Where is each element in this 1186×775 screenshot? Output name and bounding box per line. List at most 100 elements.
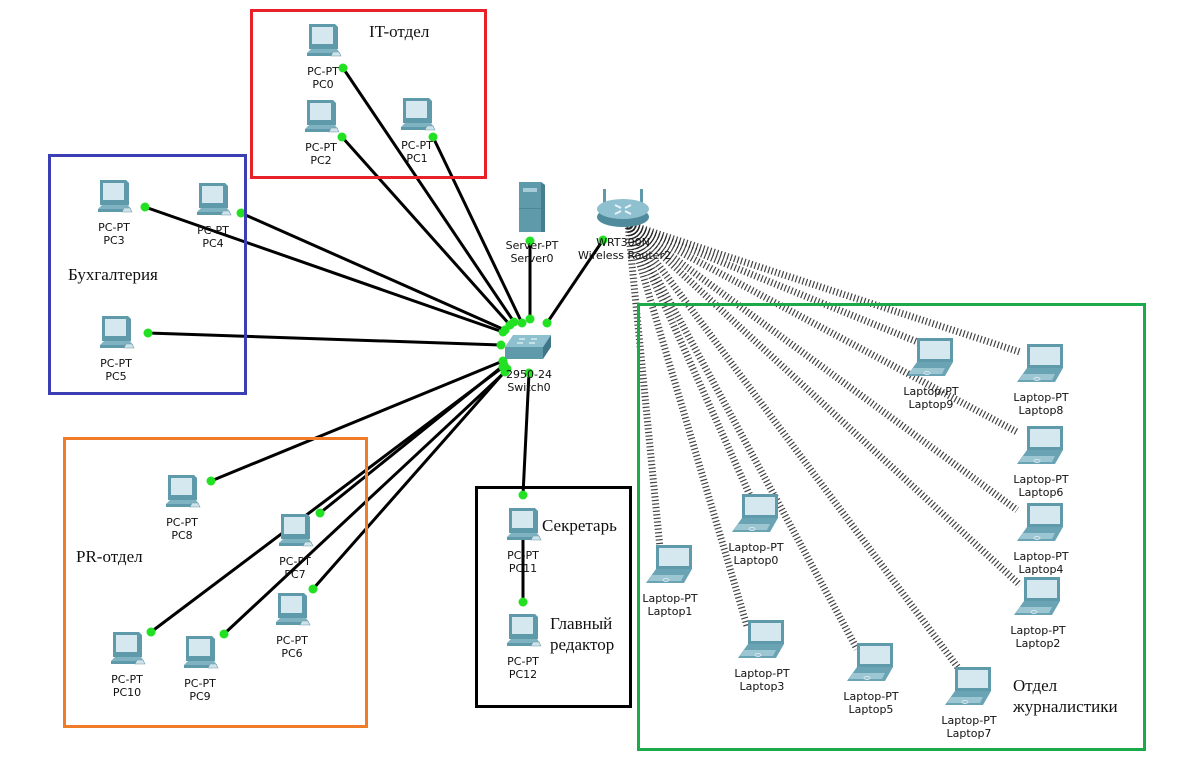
laptop-icon <box>998 575 1078 624</box>
device-name: PC11 <box>508 562 538 575</box>
device-name: Switch0 <box>507 381 551 394</box>
device-model: Laptop-PT <box>1013 391 1069 404</box>
device-name: Laptop9 <box>908 398 954 411</box>
link-status-dot-pc8 <box>206 476 216 486</box>
wired-link-switch0-pc11 <box>521 372 531 496</box>
laptop-icon <box>1001 424 1081 473</box>
laptop-icon <box>929 665 1009 714</box>
laptop-icon <box>722 618 802 667</box>
link-status-dot-switch0 <box>524 368 534 378</box>
server-icon <box>492 178 572 239</box>
wireless-link-router2-laptop6 <box>626 220 1019 436</box>
device-name: PC7 <box>284 568 306 581</box>
device-name: Laptop7 <box>946 727 992 740</box>
device-name: PC10 <box>112 686 142 699</box>
link-status-dot-switch0 <box>542 318 552 328</box>
laptop-icon <box>831 641 911 690</box>
wireless-link-router2-laptop4 <box>625 221 1020 513</box>
link-status-dot-pc10 <box>146 627 156 637</box>
zone-it-label: IT-отдел <box>369 22 430 41</box>
wireless-link-router2-laptop2 <box>625 221 1023 588</box>
zone-it <box>250 9 487 179</box>
wired-link-switch0-pc6 <box>311 368 509 590</box>
zone-pr <box>63 437 368 728</box>
switch-icon <box>489 333 569 368</box>
laptop-icon <box>1001 501 1081 550</box>
laptop-icon <box>891 336 971 385</box>
device-model: Laptop-PT <box>734 667 790 680</box>
device-model: PC-PT <box>100 357 132 370</box>
link-status-dot-pc6 <box>308 584 318 594</box>
link-status-dot-switch0 <box>500 325 510 335</box>
device-model: Laptop-PT <box>1010 624 1066 637</box>
device-model: WRT300N <box>596 236 650 249</box>
wireless-link-router2-laptop5 <box>624 222 861 651</box>
laptop-icon <box>630 543 710 592</box>
link-status-dot-server0 <box>525 236 535 246</box>
zone-editor-label: Главный редактор <box>550 614 615 654</box>
device-model: PC-PT <box>507 655 539 668</box>
device-name: Laptop4 <box>1018 563 1064 576</box>
device-name: PC5 <box>105 370 127 383</box>
device-name: Wireless Router2 <box>578 249 671 262</box>
zone-journalism-label: Отдел журналистики <box>1013 676 1118 716</box>
device-model: 2950-24 <box>506 368 552 381</box>
link-status-dot-pc9 <box>219 629 229 639</box>
device-name: PC4 <box>202 237 224 250</box>
zone-journalism <box>637 303 1146 751</box>
device-model: PC-PT <box>276 634 308 647</box>
link-status-dot-pc11 <box>518 490 528 500</box>
pc-icon <box>483 612 563 655</box>
device-name: Laptop8 <box>1018 404 1064 417</box>
device-name: Laptop6 <box>1018 486 1064 499</box>
pc-icon <box>74 178 154 221</box>
wired-link-switch0-pc4 <box>240 211 506 332</box>
zone-secretary <box>475 486 632 708</box>
device-name: PC1 <box>406 152 428 165</box>
pc-icon <box>142 473 222 516</box>
pc-icon <box>281 98 361 141</box>
device-model: Laptop-PT <box>642 592 698 605</box>
device-model: PC-PT <box>111 673 143 686</box>
link-status-dot-pc2 <box>337 132 347 142</box>
wired-link-switch0-router2 <box>545 239 605 324</box>
zone-accounting-label: Бухгалтерия <box>68 265 158 284</box>
device-model: PC-PT <box>166 516 198 529</box>
zone-secretary-label: Секретарь <box>542 516 617 535</box>
wireless-link-router2-laptop1 <box>624 223 664 549</box>
device-name: PC2 <box>310 154 332 167</box>
link-status-dot-pc1 <box>428 132 438 142</box>
device-model: PC-PT <box>507 549 539 562</box>
device-model: Laptop-PT <box>1013 550 1069 563</box>
device-name: Server0 <box>510 252 554 265</box>
wired-link-switch0-pc0 <box>341 67 516 323</box>
wired-link-switch0-pc5 <box>147 331 502 347</box>
